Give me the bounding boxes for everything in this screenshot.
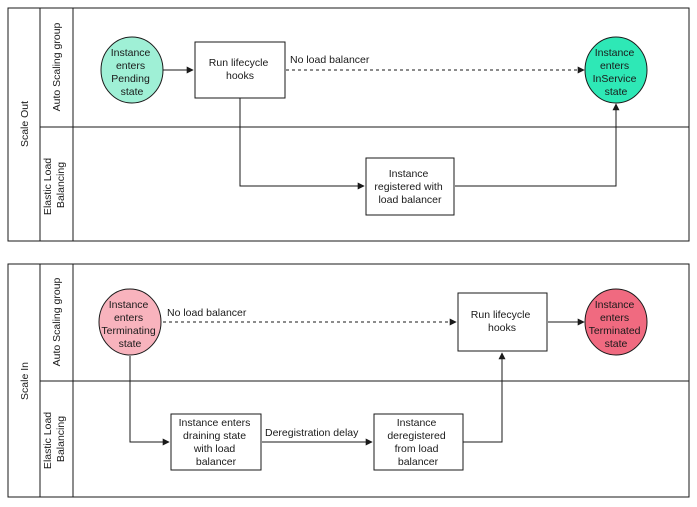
deregistered-box: Instance deregistered from load balancer xyxy=(373,413,464,471)
pending-state-label: Instance enters Pending state xyxy=(111,47,154,98)
scale-in-title: Scale In xyxy=(19,362,31,400)
deregistration-delay-label: Deregistration delay xyxy=(265,427,359,439)
terminated-state-label: Instance enters Terminated state xyxy=(589,299,644,350)
hooks-box-in-label: Run lifecycle hooks xyxy=(471,309,533,334)
no-lb-label-in: No load balancer xyxy=(167,307,247,319)
arrow-registered-to-inservice xyxy=(455,103,620,187)
terminating-state-circle xyxy=(98,288,162,356)
terminating-state-label: Instance enters Terminating state xyxy=(101,299,158,350)
arrow-terminating-to-draining xyxy=(129,356,170,446)
inservice-state-node: Instance enters InService state xyxy=(584,36,648,104)
hooks-box-out-label: Run lifecycle hooks xyxy=(209,57,271,82)
terminated-state-node: Instance enters Terminated state xyxy=(584,288,648,356)
pending-state-circle xyxy=(100,36,164,104)
inservice-state-circle xyxy=(584,36,648,104)
scale-in-lane-elb: Elastic Load Balancing xyxy=(42,409,67,469)
scale-out-lane-asg: Auto Scaling group xyxy=(51,22,63,111)
draining-box-label: Instance enters draining state with load… xyxy=(179,417,254,468)
registered-box-rect xyxy=(365,157,455,216)
hooks-box-in: Run lifecycle hooks xyxy=(457,292,548,352)
scale-out-panel: Scale Out Auto Scaling group Elastic Loa… xyxy=(7,7,690,242)
no-lb-label-out: No load balancer xyxy=(290,54,370,66)
scale-out-frame xyxy=(7,7,690,242)
hooks-box-out: Run lifecycle hooks xyxy=(194,41,286,99)
pending-state-node: Instance enters Pending state xyxy=(100,36,164,104)
registered-box-label: Instance registered with load balancer xyxy=(374,168,445,206)
scale-in-panel: Scale In Auto Scaling group Elastic Load… xyxy=(7,263,690,498)
hooks-box-out-rect xyxy=(194,41,286,99)
arrow-deregistered-to-hooks xyxy=(463,352,506,443)
deregistered-box-rect xyxy=(373,413,464,471)
arrow-hooks-to-registered xyxy=(239,98,365,190)
registered-box: Instance registered with load balancer xyxy=(365,157,455,216)
draining-box-rect xyxy=(170,413,262,471)
scale-out-title: Scale Out xyxy=(19,101,31,147)
terminating-state-node: Instance enters Terminating state xyxy=(98,288,162,356)
hooks-box-in-rect xyxy=(457,292,548,352)
terminated-state-circle xyxy=(584,288,648,356)
draining-box: Instance enters draining state with load… xyxy=(170,413,262,471)
inservice-state-label: Instance enters InService state xyxy=(593,47,640,98)
scale-out-lane-elb: Elastic Load Balancing xyxy=(42,155,67,215)
scale-in-lane-asg: Auto Scaling group xyxy=(51,277,63,366)
deregistered-box-label: Instance deregistered from load balancer xyxy=(387,417,448,468)
